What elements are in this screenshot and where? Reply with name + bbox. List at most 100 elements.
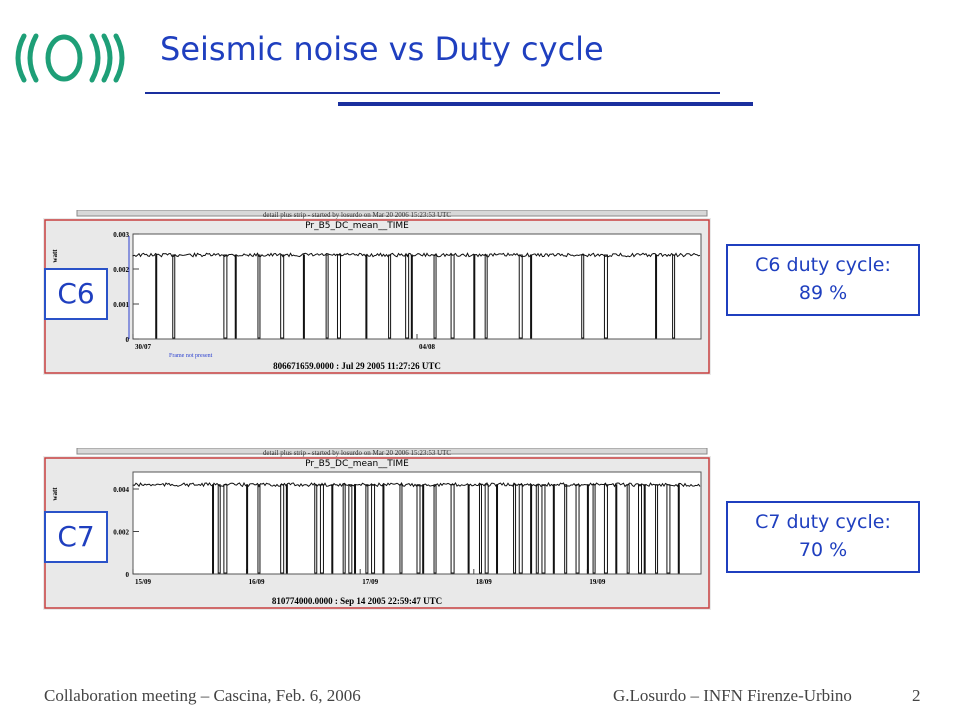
y-tick-label: 0.003: [113, 231, 129, 239]
dropout-mark: [416, 484, 421, 574]
dropout-mark: [450, 484, 455, 574]
dropout-mark: [626, 484, 630, 574]
duty-cycle-label-c7: C7 duty cycle:: [755, 511, 891, 533]
dropout-mark: [336, 254, 341, 339]
dropout-mark: [518, 254, 523, 339]
dropout-mark: [513, 484, 517, 574]
dropout-mark: [223, 254, 228, 339]
y-tick-label: 0.002: [113, 529, 129, 537]
chart-title: Pr_B5_DC_mean__TIME: [305, 459, 409, 469]
x-axis-label: 810774000.0000 : Sep 14 2005 22:59:47 UT…: [272, 596, 442, 606]
dropout-mark: [535, 484, 539, 574]
dropout-mark: [365, 254, 368, 339]
y-axis-label: watt: [51, 249, 59, 263]
chart-header: detail plus strip - started by losurdo o…: [263, 211, 452, 219]
dropout-mark: [212, 484, 215, 574]
dropout-mark: [217, 484, 221, 574]
dropout-mark: [672, 254, 676, 339]
dropout-mark: [638, 484, 643, 574]
dropout-mark: [473, 254, 476, 339]
dropout-mark: [603, 254, 608, 339]
footer-author: G.Losurdo – INFN Firenze-Urbino: [613, 686, 852, 705]
dropout-mark: [399, 484, 403, 574]
dropout-mark: [234, 254, 237, 339]
title-underline: [145, 92, 720, 94]
chart-c6: detail plus strip - started by losurdo o…: [43, 210, 711, 375]
dropout-mark: [518, 484, 523, 574]
dropout-mark: [677, 484, 680, 574]
dropout-mark: [223, 484, 228, 574]
dropout-mark: [405, 254, 410, 339]
title-underline-accent: [338, 102, 753, 106]
dropout-mark: [530, 254, 533, 339]
dropout-mark: [371, 484, 376, 574]
chart-panel-c7: detail plus strip - started by losurdo o…: [43, 448, 711, 610]
dropout-mark: [655, 254, 658, 339]
x-tick-label: 18/09: [476, 578, 492, 586]
dropout-mark: [410, 254, 413, 339]
x-axis-label: 806671659.0000 : Jul 29 2005 11:27:26 UT…: [273, 361, 441, 371]
dropout-mark: [666, 484, 671, 574]
duty-cycle-box-c7: C7 duty cycle: 70 %: [726, 501, 920, 573]
dropout-mark: [615, 484, 618, 574]
dropout-mark: [467, 484, 470, 574]
y-axis-label: watt: [51, 487, 59, 501]
plot-area: [132, 233, 702, 340]
dropout-mark: [592, 484, 596, 574]
footer-meeting: Collaboration meeting – Cascina, Feb. 6,…: [44, 686, 361, 705]
top-bar: [76, 210, 708, 217]
duty-cycle-value-c7: 70 %: [798, 539, 848, 561]
chart-annotation: Frame not present: [169, 353, 213, 359]
dropout-mark: [586, 484, 589, 574]
dropout-mark: [285, 484, 288, 574]
dropout-mark: [655, 484, 659, 574]
dropout-mark: [257, 254, 261, 339]
dropout-mark: [496, 484, 499, 574]
dropout-mark: [564, 484, 568, 574]
dropout-mark: [422, 484, 425, 574]
dropout-mark: [354, 484, 357, 574]
y-tick-label: 0: [126, 336, 130, 344]
x-tick-label: 15/09: [135, 578, 151, 586]
dropout-mark: [643, 484, 646, 574]
duty-cycle-label-c6: C6 duty cycle:: [755, 254, 891, 276]
y-tick-label: 0.001: [113, 301, 129, 309]
duty-cycle-box-c6: C6 duty cycle: 89 %: [726, 244, 920, 316]
y-tick-label: 0.004: [113, 486, 129, 494]
slide-title: Seismic noise vs Duty cycle: [160, 30, 604, 68]
page-number: 2: [912, 686, 921, 705]
dropout-mark: [302, 254, 305, 339]
dropout-mark: [382, 484, 385, 574]
dropout-mark: [246, 484, 249, 574]
dropout-mark: [575, 484, 580, 574]
y-tick-label: 0.002: [113, 266, 129, 274]
dropout-mark: [484, 254, 488, 339]
chart-c7: detail plus strip - started by losurdo o…: [43, 448, 711, 610]
dropout-mark: [552, 484, 555, 574]
dropout-mark: [603, 484, 608, 574]
chart-panel-c6: detail plus strip - started by losurdo o…: [43, 210, 711, 375]
top-bar: [76, 448, 708, 455]
dropout-mark: [314, 484, 318, 574]
dropout-mark: [348, 484, 353, 574]
dropout-mark: [433, 254, 437, 339]
virgo-logo: [15, 33, 125, 83]
signal-trace: [132, 252, 701, 258]
dropout-mark: [155, 254, 158, 339]
dropout-mark: [530, 484, 533, 574]
x-tick-label: 04/08: [419, 343, 435, 351]
duty-cycle-value-c6: 89 %: [798, 282, 848, 304]
dropout-mark: [478, 484, 482, 574]
dropout-mark: [541, 484, 546, 574]
x-tick-label: 17/09: [362, 578, 378, 586]
chart-header: detail plus strip - started by losurdo o…: [263, 449, 452, 457]
dropout-mark: [331, 484, 334, 574]
dropout-mark: [342, 484, 346, 574]
dropout-mark: [280, 254, 285, 339]
y-tick-label: 0: [126, 571, 130, 579]
dropout-mark: [450, 254, 455, 339]
x-tick-label: 16/09: [249, 578, 265, 586]
dropout-mark: [172, 254, 176, 339]
channel-label-c6: C6: [44, 268, 108, 320]
channel-label-c7: C7: [44, 511, 108, 563]
